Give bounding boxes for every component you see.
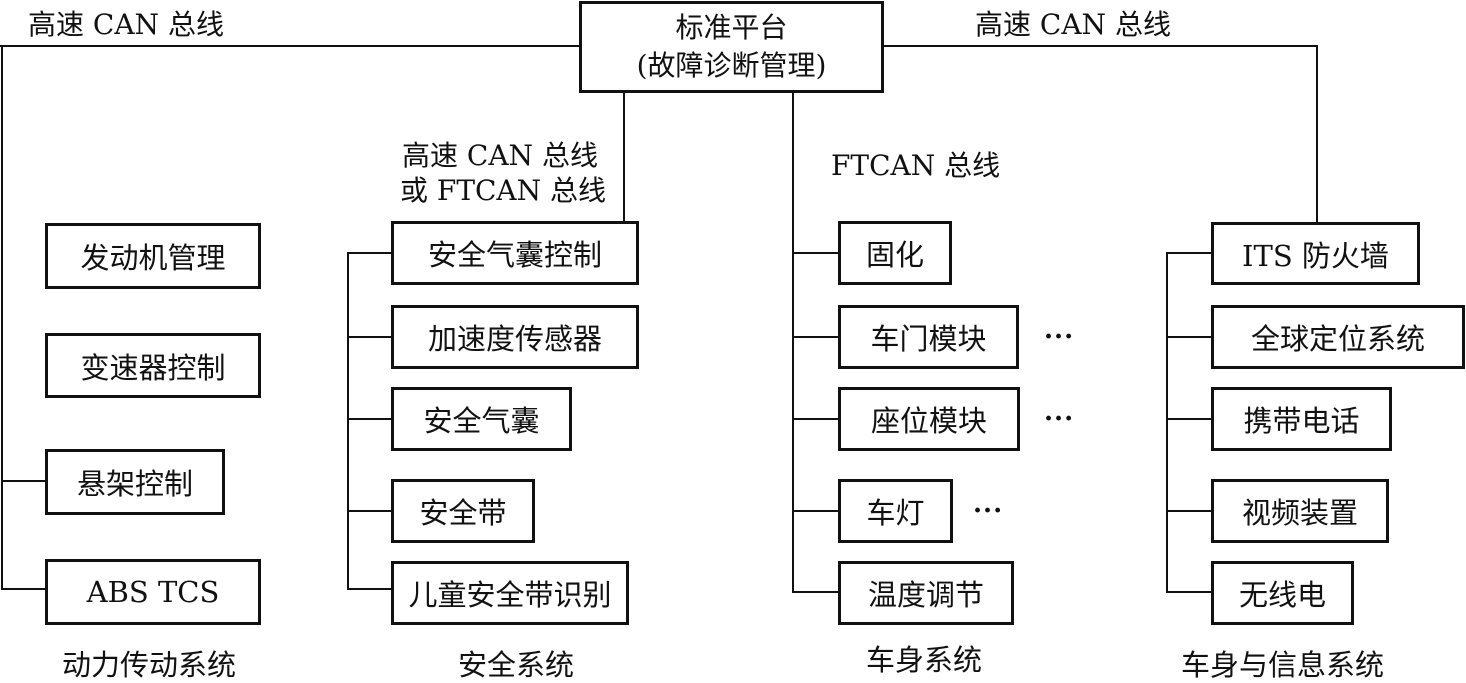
branch-info-4 bbox=[1166, 510, 1213, 512]
safety-spine bbox=[347, 252, 349, 590]
branch-safety-2 bbox=[347, 336, 393, 338]
node-its-firewall: ITS 防火墙 bbox=[1211, 222, 1420, 285]
branch-info-5 bbox=[1166, 591, 1213, 593]
branch-body-1 bbox=[792, 252, 839, 254]
node-abs-tcs: ABS TCS bbox=[45, 559, 261, 625]
branch-body-5 bbox=[792, 591, 839, 593]
branch-info-1 bbox=[1166, 252, 1213, 254]
bus-label-safety-2: 或 FTCAN 总线 bbox=[400, 174, 607, 207]
caption-body: 车身系统 bbox=[866, 643, 983, 677]
node-video-device: 视频装置 bbox=[1211, 479, 1389, 543]
node-airbag: 安全气囊 bbox=[391, 387, 572, 451]
branch-info-2 bbox=[1166, 336, 1213, 338]
branch-suspension bbox=[1, 480, 47, 482]
bus-line-left bbox=[0, 45, 580, 47]
node-transmission-control: 变速器控制 bbox=[45, 333, 261, 398]
ellipsis-seat-module: ··· bbox=[1044, 404, 1075, 434]
node-seatbelt: 安全带 bbox=[391, 479, 535, 543]
root-subtitle: (故障诊断管理) bbox=[636, 49, 827, 82]
root-node-standard-platform: 标准平台 (故障诊断管理) bbox=[579, 1, 884, 93]
node-engine-management: 发动机管理 bbox=[45, 223, 261, 289]
branch-body-3 bbox=[792, 418, 839, 420]
info-spine bbox=[1166, 252, 1168, 592]
caption-powertrain: 动力传动系统 bbox=[62, 648, 237, 682]
node-suspension-control: 悬架控制 bbox=[45, 449, 225, 515]
node-accelerometer: 加速度传感器 bbox=[391, 305, 639, 369]
branch-safety-5 bbox=[347, 588, 393, 590]
caption-safety: 安全系统 bbox=[458, 648, 575, 682]
node-child-seatbelt-detection: 儿童安全带识别 bbox=[391, 561, 629, 625]
ellipsis-lights: ··· bbox=[973, 496, 1004, 526]
node-door-module: 车门模块 bbox=[838, 305, 1019, 369]
bus-line-body bbox=[792, 92, 794, 592]
branch-abs bbox=[1, 588, 47, 590]
branch-safety-3 bbox=[347, 418, 393, 420]
node-lights: 车灯 bbox=[838, 479, 953, 543]
node-mobile-phone: 携带电话 bbox=[1211, 387, 1392, 451]
bus-label-right: 高速 CAN 总线 bbox=[975, 8, 1171, 41]
root-title: 标准平台 bbox=[675, 11, 788, 44]
node-temperature-control: 温度调节 bbox=[838, 561, 1014, 625]
bus-line-right-vertical bbox=[1316, 45, 1318, 224]
bus-label-safety-1: 高速 CAN 总线 bbox=[402, 139, 598, 172]
ellipsis-door-module: ··· bbox=[1044, 322, 1075, 352]
bus-line-right bbox=[882, 45, 1318, 47]
branch-safety-4 bbox=[347, 510, 393, 512]
branch-info-3 bbox=[1166, 418, 1213, 420]
bus-line-safety bbox=[623, 92, 625, 223]
node-gps: 全球定位系统 bbox=[1211, 305, 1465, 369]
node-airbag-control: 安全气囊控制 bbox=[391, 221, 639, 285]
branch-body-2 bbox=[792, 336, 839, 338]
bus-label-left: 高速 CAN 总线 bbox=[28, 8, 224, 41]
branch-body-4 bbox=[792, 510, 839, 512]
node-radio: 无线电 bbox=[1211, 561, 1354, 625]
bus-line-left-vertical bbox=[1, 45, 3, 590]
node-seat-module: 座位模块 bbox=[838, 387, 1020, 451]
bus-label-body: FTCAN 总线 bbox=[831, 149, 1001, 182]
branch-safety-1 bbox=[347, 252, 393, 254]
node-firmware: 固化 bbox=[838, 221, 952, 285]
caption-info: 车身与信息系统 bbox=[1181, 648, 1385, 682]
